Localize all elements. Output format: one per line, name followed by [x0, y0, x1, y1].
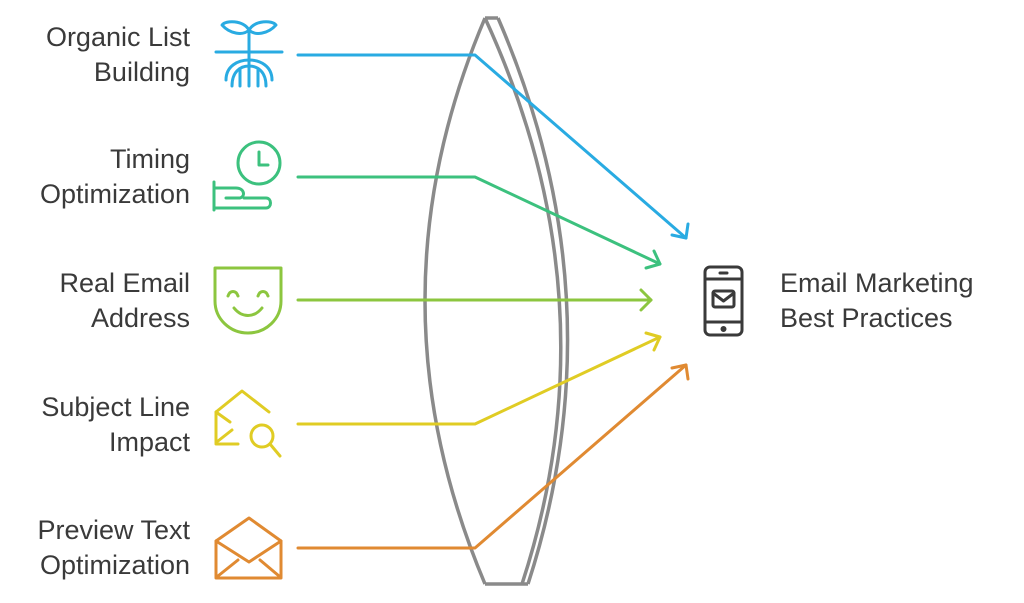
label-organic-list-building: Organic List Building: [46, 20, 190, 90]
label-timing-optimization: Timing Optimization: [40, 142, 190, 212]
label-line: Optimization: [39, 179, 190, 209]
arrow-preview-text-optimization: [296, 363, 688, 550]
arrow-head-real-email-address: [639, 288, 653, 312]
label-preview-text-optimization: Preview Text Optimization: [37, 513, 190, 583]
label-line: Email Marketing: [780, 268, 974, 298]
label-line: Building: [93, 57, 190, 87]
envelope-magnifier-icon: [214, 389, 282, 458]
clock-in-hand-icon: [212, 140, 282, 212]
label-line: Address: [90, 303, 190, 333]
label-line: Timing: [109, 144, 190, 174]
arrow-organic-list-building: [296, 53, 688, 240]
label-real-email-address: Real Email Address: [59, 266, 190, 336]
label-line: Organic List: [45, 22, 190, 52]
smiling-mask-icon: [213, 266, 283, 335]
arrow-head-preview-text-optimization: [670, 363, 690, 381]
smartphone-mail-icon: [703, 265, 744, 337]
label-email-marketing-best-practices: Email Marketing Best Practices: [780, 266, 974, 336]
label-line: Impact: [108, 427, 190, 457]
arrow-head-timing-optimization: [644, 249, 662, 270]
label-line: Real Email: [59, 268, 190, 298]
connector-arrows: [296, 53, 690, 550]
arrow-head-organic-list-building: [670, 222, 690, 240]
label-line: Optimization: [39, 550, 190, 580]
label-line: Preview Text: [37, 515, 190, 545]
label-line: Subject Line: [41, 392, 190, 422]
label-line: Best Practices: [780, 303, 953, 333]
arrow-head-subject-line-impact: [644, 331, 662, 352]
arrow-subject-line-impact: [296, 335, 662, 426]
open-envelope-icon: [214, 516, 283, 580]
label-subject-line-impact: Subject Line Impact: [41, 390, 190, 460]
arrow-timing-optimization: [296, 175, 662, 266]
sprout-with-roots-icon: [214, 20, 284, 88]
